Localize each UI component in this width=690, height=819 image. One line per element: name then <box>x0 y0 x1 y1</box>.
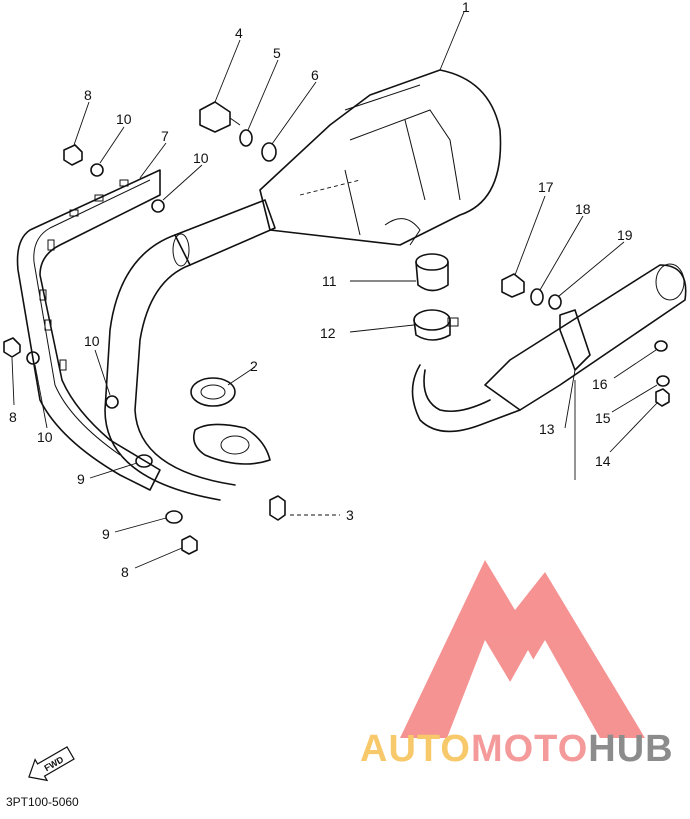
part-15 <box>656 375 670 387</box>
callout-9-upper: 9 <box>77 471 85 487</box>
callout-4: 4 <box>235 25 243 41</box>
callout-16: 16 <box>592 376 608 392</box>
callout-labels: 1 2 3 4 5 6 7 8 8 8 9 9 10 10 10 10 11 1… <box>9 0 633 580</box>
callout-2: 2 <box>250 358 258 374</box>
callout-6: 6 <box>311 67 319 83</box>
callout-15: 15 <box>595 410 611 426</box>
watermark-logo <box>400 560 645 738</box>
gasket-and-clamp <box>413 253 459 341</box>
part-16 <box>654 340 668 352</box>
exhaust-pipe <box>104 199 276 501</box>
callout-17: 17 <box>538 179 554 195</box>
callout-8-left: 8 <box>9 409 17 425</box>
bolt-3 <box>269 495 286 521</box>
main-muffler <box>259 69 502 246</box>
watermark-triangle <box>400 560 645 738</box>
bolt-14 <box>655 388 670 407</box>
fwd-arrow-icon <box>28 746 75 782</box>
bolt-8-bottom <box>181 535 198 555</box>
callout-10-mid: 10 <box>193 150 209 166</box>
washer-10-left <box>26 351 40 365</box>
callout-14: 14 <box>595 453 611 469</box>
callout-18: 18 <box>575 201 591 217</box>
washer-19 <box>548 294 562 310</box>
callout-8-top: 8 <box>84 87 92 103</box>
callout-9-lower: 9 <box>102 526 110 542</box>
washer-10-top <box>90 163 104 177</box>
grommet-9-upper <box>135 454 153 468</box>
washer-18 <box>530 288 544 306</box>
callout-5: 5 <box>273 45 281 61</box>
callout-10-left: 10 <box>37 429 53 445</box>
callout-1: 1 <box>462 0 470 15</box>
callout-7: 7 <box>161 128 169 144</box>
bolt-8-top <box>63 144 83 166</box>
washer-5 <box>239 129 253 147</box>
bolt-17 <box>501 273 525 298</box>
silencer <box>411 263 687 433</box>
watermark-auto: AUTO <box>360 728 471 770</box>
heat-shield <box>16 169 161 491</box>
callout-8-bottom: 8 <box>121 564 129 580</box>
watermark-text: AUTOMOTOHUB <box>360 728 674 771</box>
callout-10-lower: 10 <box>84 333 100 349</box>
flange <box>190 377 271 465</box>
leader-lines <box>11 11 659 569</box>
bolt-8-left <box>3 337 21 358</box>
watermark-moto: MOTO <box>470 728 589 770</box>
watermark-hub: HUB <box>588 728 674 770</box>
callout-3: 3 <box>346 507 354 523</box>
bolt-4 <box>199 101 231 133</box>
diagram-code: 3PT100-5060 <box>6 795 79 809</box>
callout-13: 13 <box>539 421 555 437</box>
callout-11: 11 <box>322 273 337 289</box>
fasteners <box>3 101 670 555</box>
grommet-9-lower <box>165 510 183 524</box>
callout-12: 12 <box>320 325 336 341</box>
fwd-arrow: FWD <box>28 746 75 782</box>
washer-10-mid <box>151 199 165 213</box>
washer-6 <box>261 142 277 162</box>
callout-10-top: 10 <box>116 111 132 127</box>
washer-10-lower <box>105 395 119 409</box>
callout-19: 19 <box>617 227 633 243</box>
